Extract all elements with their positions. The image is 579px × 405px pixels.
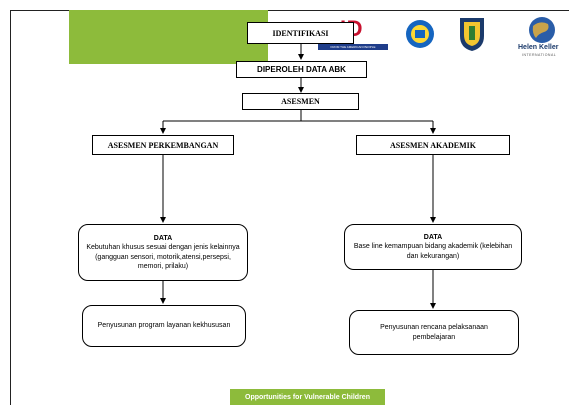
- globe-logo-icon: [529, 17, 555, 43]
- identifikasi-box: IDENTIFIKASI: [247, 22, 354, 44]
- asesmen-perkembangan-box: ASESMEN PERKEMBANGAN: [92, 135, 234, 155]
- accent-green-block: [69, 10, 268, 64]
- left-data-box: DATA Kebutuhan khusus sesuai dengan jeni…: [78, 224, 248, 281]
- right-program-box: Penyusunan rencana pelaksanaan pembelaja…: [349, 310, 519, 355]
- left-data-body: Kebutuhan khusus sesuai dengan jenis kel…: [86, 244, 240, 270]
- right-data-header: DATA: [423, 233, 443, 241]
- footer-band-text: Opportunities for Vulnerable Children: [245, 393, 370, 401]
- footer-band: Opportunities for Vulnerable Children: [230, 389, 385, 405]
- right-data-body: Base line kemampuan bidang akademik (kel…: [353, 243, 513, 260]
- right-program-label: Penyusunan rencana pelaksanaan pembelaja…: [380, 324, 488, 341]
- shield-emblem-icon: [460, 18, 484, 51]
- left-program-label: Penyusunan program layanan kekhususan: [97, 322, 231, 330]
- asesmen-akademik-box: ASESMEN AKADEMIK: [356, 135, 510, 155]
- frame-left-line: [10, 10, 11, 405]
- diperoleh-data-box: DIPEROLEH DATA ABK: [236, 61, 367, 78]
- frame-top-line: [10, 10, 569, 11]
- helen-keller-name: Helen Keller: [518, 44, 559, 51]
- right-data-box: DATA Base line kemampuan bidang akademik…: [344, 224, 522, 270]
- asesmen-label: ASESMEN: [281, 97, 320, 106]
- blue-emblem-icon: [406, 20, 434, 48]
- helen-keller-sub: INTERNATIONAL: [522, 53, 557, 57]
- asesmen-akademik-label: ASESMEN AKADEMIK: [389, 140, 476, 150]
- left-program-box: Penyusunan program layanan kekhususan: [82, 305, 246, 347]
- identifikasi-label: IDENTIFIKASI: [272, 28, 329, 38]
- diperoleh-label: DIPEROLEH DATA ABK: [257, 65, 346, 74]
- usaid-tagline: FROM THE AMERICAN PEOPLE: [318, 44, 388, 50]
- left-data-header: DATA: [153, 234, 173, 242]
- asesmen-perkembangan-label: ASESMEN PERKEMBANGAN: [107, 140, 219, 150]
- asesmen-box: ASESMEN: [242, 93, 359, 110]
